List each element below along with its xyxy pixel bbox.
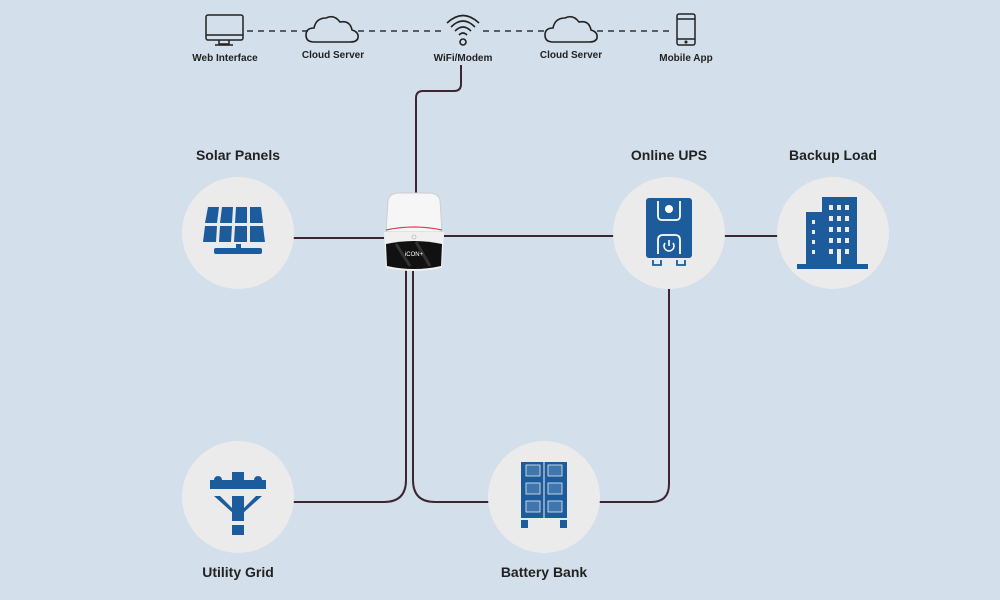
label-cloud-server-left: Cloud Server bbox=[302, 50, 364, 61]
wifi-icon bbox=[446, 14, 480, 46]
device-label: iCON+ bbox=[405, 252, 424, 258]
cloud-icon-left bbox=[305, 15, 359, 43]
label-web-interface: Web Interface bbox=[192, 53, 258, 64]
utility-pole-icon bbox=[210, 472, 266, 535]
wire-battery-ups bbox=[599, 288, 670, 503]
label-wifi-modem: WiFi/Modem bbox=[434, 53, 493, 64]
label-cloud-server-right: Cloud Server bbox=[540, 50, 602, 61]
label-utility-grid: Utility Grid bbox=[202, 564, 274, 580]
ups-icon bbox=[646, 198, 692, 266]
monitor-icon bbox=[205, 14, 244, 46]
label-backup-load: Backup Load bbox=[789, 147, 877, 163]
cloud-icon-right bbox=[544, 15, 598, 43]
wire-wifi-device bbox=[415, 65, 462, 196]
solar-panel-icon bbox=[203, 207, 265, 254]
label-solar-panels: Solar Panels bbox=[196, 147, 280, 163]
icon-plus-device[interactable]: iCON+ bbox=[384, 192, 444, 271]
wire-device-grid bbox=[293, 270, 407, 503]
battery-rack-icon bbox=[521, 462, 567, 528]
label-battery-bank: Battery Bank bbox=[501, 564, 588, 580]
label-mobile-app: Mobile App bbox=[659, 53, 713, 64]
label-online-ups: Online UPS bbox=[631, 147, 707, 163]
building-icon bbox=[797, 197, 868, 269]
wire-device-battery bbox=[412, 270, 489, 503]
smartphone-icon bbox=[676, 13, 696, 46]
